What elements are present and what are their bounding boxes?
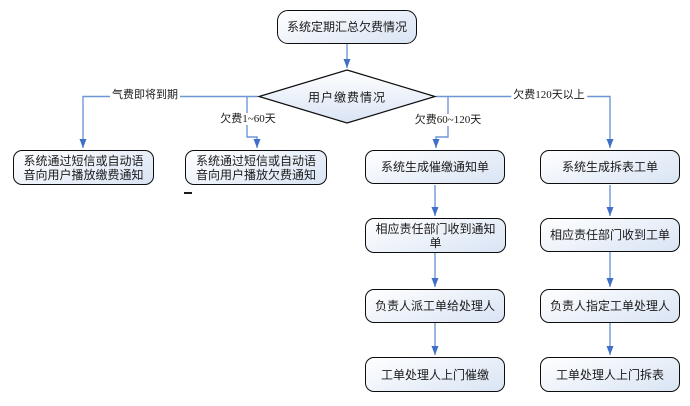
- node-dept-receive-order: 相应责任部门收到工单: [540, 218, 680, 252]
- node-start: 系统定期汇总欠费情况: [277, 10, 417, 44]
- connector-branch-due-soon: [79, 95, 258, 148]
- node-assign-work-order: 负责人派工单给处理人: [365, 289, 505, 323]
- node-visit-remove-meter: 工单处理人上门拆表: [540, 357, 680, 392]
- edge-label-due-soon: 气费即将到期: [110, 89, 180, 101]
- edge-label-arrears-120-plus: 欠费120天以上: [511, 89, 587, 101]
- node-visit-collect: 工单处理人上门催缴: [365, 357, 505, 392]
- stray-dash-mark: [184, 192, 192, 194]
- node-generate-reminder: 系统生成催缴通知单: [365, 150, 505, 184]
- connector-branch-120-plus: [436, 95, 614, 148]
- decision-label: 用户缴费情况: [307, 90, 387, 105]
- node-designate-handler: 负责人指定工单处理人: [540, 289, 680, 323]
- node-notify-payment: 系统通过短信或自动语音向用户播放缴费通知: [13, 150, 154, 185]
- node-generate-removal-order: 系统生成拆表工单: [540, 150, 680, 184]
- edge-label-arrears-1-60: 欠费1~60天: [218, 113, 278, 125]
- decision-diamond: [256, 69, 438, 124]
- edge-label-arrears-60-120: 欠费60~120天: [412, 114, 484, 126]
- node-notify-arrears: 系统通过短信或自动语音向用户播放欠费通知: [185, 150, 327, 185]
- node-dept-receive-notice: 相应责任部门收到通知单: [365, 218, 506, 253]
